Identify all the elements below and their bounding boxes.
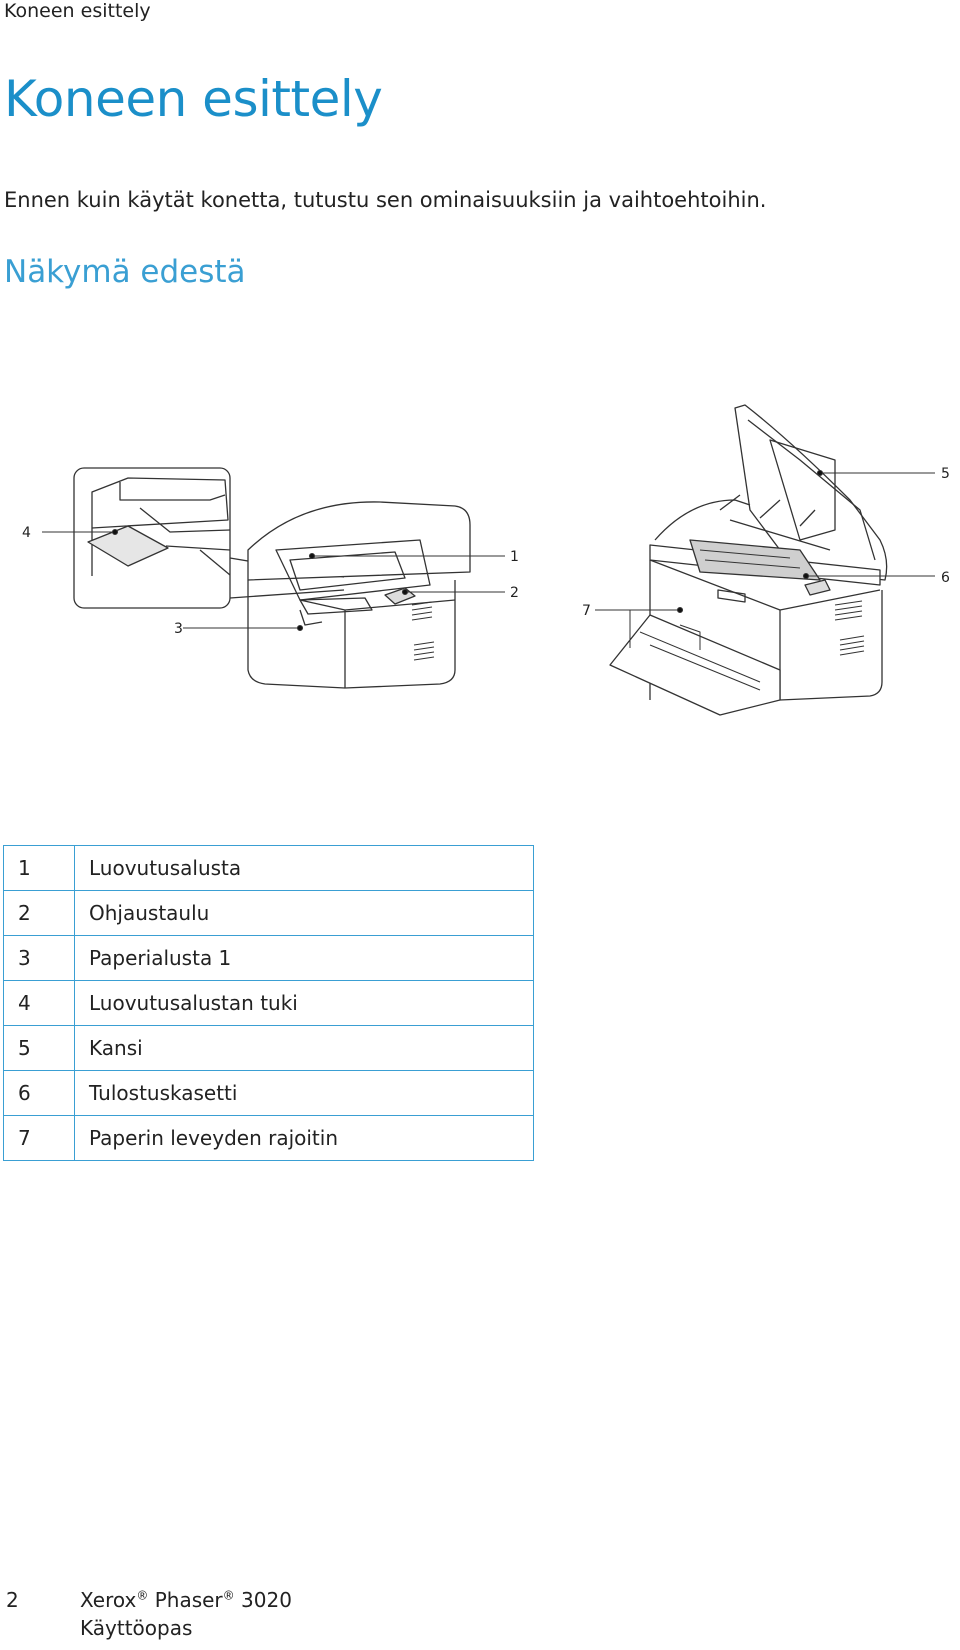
footer-page-number: 2 <box>6 1588 19 1612</box>
intro-text: Ennen kuin käytät konetta, tutustu sen o… <box>4 188 767 212</box>
printer-open <box>609 404 888 716</box>
legend-number: 2 <box>3 890 75 936</box>
printer-front-view-illustration: 1 2 3 4 5 6 7 <box>22 404 950 716</box>
legend-label: Paperialusta 1 <box>74 935 534 981</box>
callout-6: 6 <box>941 570 950 586</box>
table-row: 5 Kansi <box>3 1025 534 1071</box>
callout-3: 3 <box>174 621 183 637</box>
registered-mark: ® <box>222 1588 235 1603</box>
legend-label: Luovutusalusta <box>74 845 534 891</box>
legend-label: Paperin leveyden rajoitin <box>74 1115 534 1161</box>
section-subtitle: Näkymä edestä <box>4 254 246 290</box>
footer-product-name: Xerox® Phaser® 3020 <box>80 1588 292 1612</box>
legend-number: 7 <box>3 1115 75 1161</box>
footer-product: Phaser <box>154 1588 223 1612</box>
output-tray-support-inset <box>73 467 231 609</box>
legend-label: Tulostuskasetti <box>74 1070 534 1116</box>
legend-number: 6 <box>3 1070 75 1116</box>
legend-table: 1 Luovutusalusta 2 Ohjaustaulu 3 Paperia… <box>3 845 534 1161</box>
printer-closed <box>247 501 471 689</box>
table-row: 4 Luovutusalustan tuki <box>3 980 534 1026</box>
callout-1: 1 <box>510 549 519 565</box>
legend-label: Kansi <box>74 1025 534 1071</box>
legend-number: 1 <box>3 845 75 891</box>
table-row: 7 Paperin leveyden rajoitin <box>3 1115 534 1161</box>
legend-label: Luovutusalustan tuki <box>74 980 534 1026</box>
registered-mark: ® <box>136 1588 149 1603</box>
legend-number: 5 <box>3 1025 75 1071</box>
footer-model: 3020 <box>241 1588 292 1612</box>
legend-number: 4 <box>3 980 75 1026</box>
table-row: 3 Paperialusta 1 <box>3 935 534 981</box>
callout-2: 2 <box>510 585 519 601</box>
running-header: Koneen esittely <box>4 0 151 22</box>
callout-7: 7 <box>582 603 591 619</box>
callout-5: 5 <box>941 466 950 482</box>
legend-number: 3 <box>3 935 75 981</box>
footer-brand: Xerox <box>80 1588 137 1612</box>
legend-label: Ohjaustaulu <box>74 890 534 936</box>
table-row: 1 Luovutusalusta <box>3 845 534 891</box>
footer-guide-title: Käyttöopas <box>80 1616 193 1640</box>
callout-4: 4 <box>22 525 31 541</box>
table-row: 6 Tulostuskasetti <box>3 1070 534 1116</box>
page-title: Koneen esittely <box>4 70 383 128</box>
table-row: 2 Ohjaustaulu <box>3 890 534 936</box>
